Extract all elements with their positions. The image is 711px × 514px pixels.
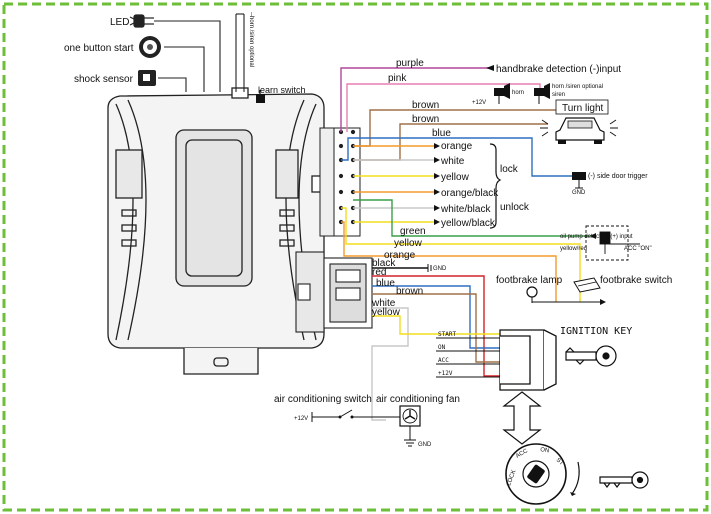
car-icon (540, 117, 618, 144)
led-label: LED (110, 17, 129, 28)
wire-label-orange: orange (441, 141, 473, 152)
side-door-gnd-label: GND (572, 190, 586, 196)
ignition-acc-label: ACC (438, 357, 449, 364)
footbrake-switch-label: footbrake switch (600, 275, 672, 286)
dial-lock-label: LOCK (506, 469, 517, 486)
led-icon (129, 14, 154, 28)
top-modules (154, 13, 245, 92)
key-icon-bottom (599, 471, 649, 489)
siren-icon (534, 83, 550, 104)
wire-group (340, 67, 601, 421)
door-switch-icon (572, 172, 586, 189)
ignition-start-label: START (438, 331, 456, 338)
lower-label-brown: brown (396, 286, 423, 297)
wire-purple (340, 67, 490, 132)
lower-gnd-label: GND (433, 266, 447, 272)
lower-label-white: white (371, 298, 396, 309)
lock-brace (489, 143, 502, 229)
horn-12v-label: +12V (472, 100, 486, 106)
unlock-label: unlock (500, 202, 530, 213)
ac-switch-label: air conditioning switch (274, 394, 372, 405)
yellow-red-label: yellow/red (560, 246, 587, 252)
handbrake-label: handbrake detection (-)input (496, 64, 621, 75)
ac-12v-label: +12V (294, 416, 308, 422)
ac-fan-label: air conditioning fan (376, 394, 460, 405)
turn-light-box (555, 99, 609, 115)
wire-blue-lower (372, 285, 500, 349)
learn-switch-label: learn switch (258, 85, 306, 95)
wire-red (372, 275, 500, 377)
oil-pump-relay (585, 225, 640, 261)
wire-label-blue: blue (432, 128, 451, 139)
ignition-key-title: IGNITION KEY (560, 326, 632, 337)
oil-pump-label: oil pump detection (+) input (560, 234, 633, 240)
dial-on-label: ON (540, 447, 550, 454)
lock-label: lock (500, 164, 519, 175)
wire-yellow-lower (372, 315, 500, 335)
side-door-label: (-) side door trigger (588, 173, 648, 180)
wire-label-green: green (400, 226, 426, 237)
wire-label-yellow-2: yellow (394, 238, 423, 249)
wire-brown-lower (372, 293, 500, 363)
ignition-leads (436, 337, 500, 378)
start-button-icon (139, 36, 161, 58)
ignition-12v-label: +12V (438, 370, 453, 377)
wire-blue (341, 137, 572, 177)
shock-sensor-icon (138, 70, 156, 86)
lower-label-blue: blue (376, 278, 395, 289)
wire-orange-2 (341, 221, 557, 302)
upper-connector (319, 127, 361, 237)
one-button-start-label: one button start (64, 43, 134, 54)
wire-label-purple: purple (396, 58, 424, 69)
wire-white-lower (371, 307, 409, 421)
lower-label-yellow: yellow (372, 307, 401, 318)
turn-light-label: Turn light (562, 103, 604, 114)
acc-on-label: ACC "ON" (624, 246, 652, 252)
key-icon (565, 345, 617, 367)
ac-fan-icon (399, 405, 421, 427)
dial-acc-label: ACC (515, 448, 530, 460)
shock-sensor-label: shock sensor (74, 74, 134, 85)
footbrake-lamp-icon (526, 286, 538, 303)
horn-icon (494, 83, 510, 104)
wire-green (353, 199, 596, 237)
wire-label-orange-2: orange (384, 250, 416, 261)
lower-label-red: red (372, 267, 386, 278)
wire-label-brown-1: brown (412, 100, 439, 111)
wire-label-pink: pink (388, 73, 407, 84)
horn-siren-optional-right-label: horn /siren optional (552, 84, 603, 90)
learn-switch-icon (256, 90, 265, 103)
wire-label-orange-black: orange/black (441, 188, 499, 199)
wire-label-brown-2: brown (412, 114, 439, 125)
footbrake-switch-icon (573, 277, 601, 293)
wire-label-white: white (440, 156, 465, 167)
ignition-switch (499, 329, 557, 391)
wire-label-yellow-black: yellow/black (441, 218, 496, 229)
wire-yellow-2 (341, 207, 581, 302)
horn-siren-optional-label: --horn /siren optional (248, 12, 254, 67)
ac-circuit (311, 409, 416, 447)
lower-gnd-icon (427, 264, 432, 272)
wire-label-white-black: white/black (440, 204, 491, 215)
dial-st-label: ST (555, 457, 565, 467)
ac-gnd-label: GND (418, 442, 432, 448)
footbrake-lamp-label: footbrake lamp (496, 275, 563, 286)
ignition-on-label: ON (438, 344, 446, 351)
lower-connector (295, 251, 373, 333)
lower-label-black: black (372, 258, 396, 269)
horn-label: horn (512, 90, 524, 96)
wire-label-yellow: yellow (441, 172, 470, 183)
double-arrow-icon (502, 391, 542, 445)
ignition-dial (505, 443, 580, 505)
siren-label: siren (552, 92, 565, 98)
alarm-unit (107, 87, 325, 375)
